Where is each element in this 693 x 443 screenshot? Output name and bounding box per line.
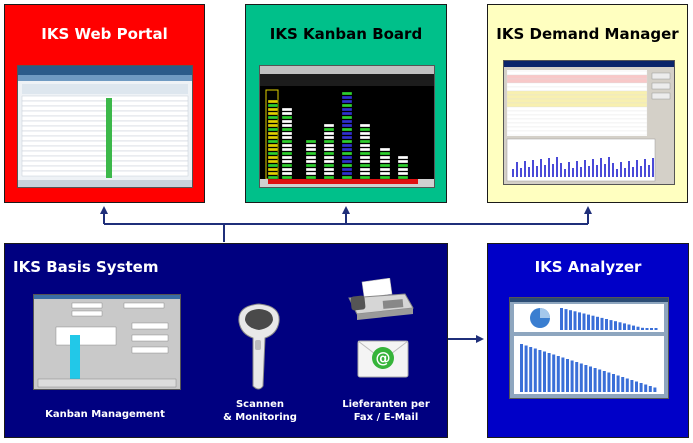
svg-text:@: @ [376,349,391,367]
kanban-board-title: IKS Kanban Board [269,25,423,43]
barcode-scanner-icon [238,303,280,390]
scan-monitoring-caption: Scannen & Monitoring [205,398,315,424]
supplier-caption: Lieferanten per Fax / E-Mail [331,398,441,424]
demand-manager-box: IKS Demand Manager [487,4,688,203]
analyzer-screenshot [509,297,669,399]
analyzer-box: IKS Analyzer [487,243,689,438]
fax-machine-icon [348,278,414,320]
scan-caption-line1: Scannen [235,399,285,410]
supplier-caption-line2: Fax / E-Mail [353,412,419,423]
email-envelope-icon: @ [357,340,409,378]
web-portal-screenshot [17,65,193,188]
supplier-caption-line1: Lieferanten per [342,399,430,410]
basis-system-box: IKS Basis System @ Ka [4,243,448,438]
demand-manager-title: IKS Demand Manager [496,25,679,43]
scan-caption-line2: & Monitoring [223,412,297,423]
kanban-management-caption: Kanban Management [45,409,165,420]
basis-system-title: IKS Basis System [13,258,159,276]
kanban-board-box: IKS Kanban Board [245,4,447,203]
kanban-board-screenshot [259,65,435,188]
analyzer-title: IKS Analyzer [534,258,642,276]
basis-system-screenshot [33,294,181,390]
web-portal-box: IKS Web Portal [4,4,205,203]
demand-manager-screenshot [503,60,675,185]
web-portal-title: IKS Web Portal [41,25,168,43]
